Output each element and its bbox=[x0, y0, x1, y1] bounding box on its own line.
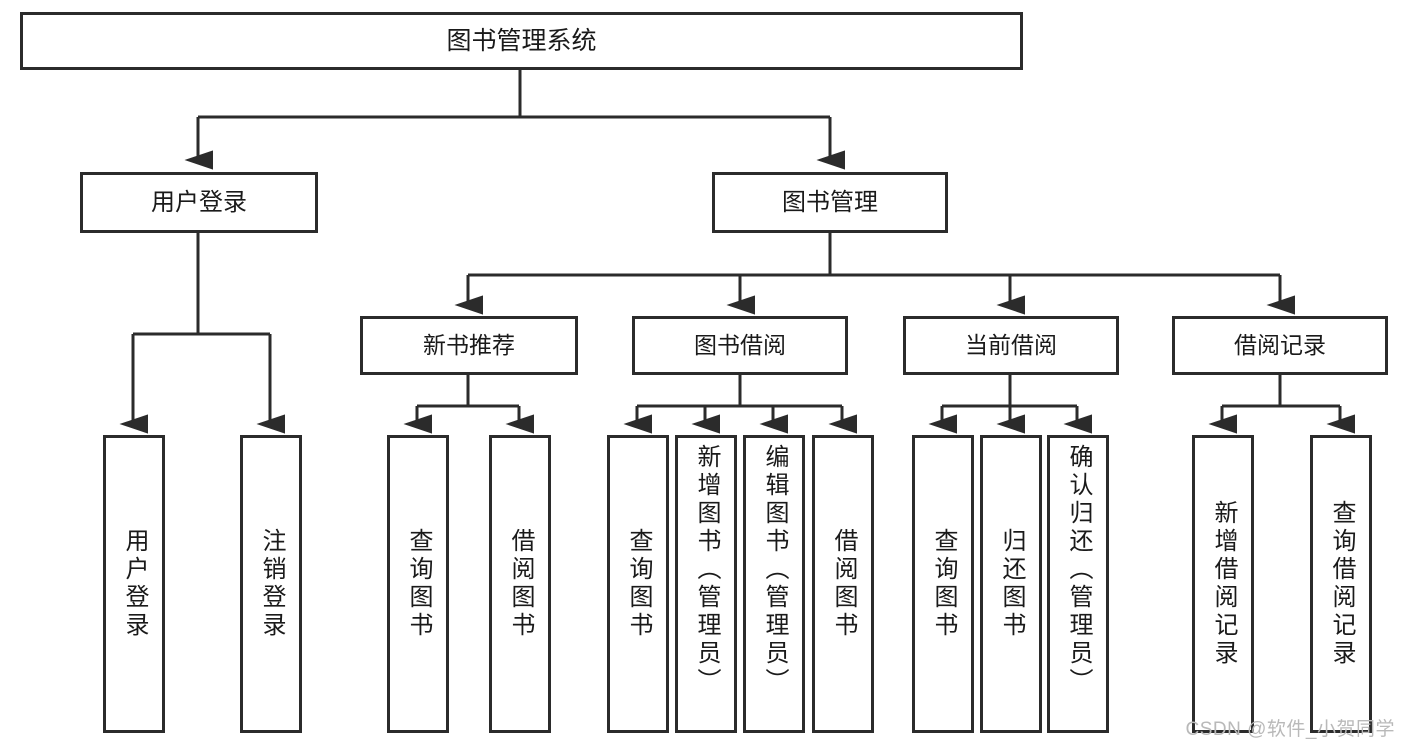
node-label: 查询图书 bbox=[930, 528, 957, 640]
leaf-add-book-admin[interactable]: 新增图书（管理员） bbox=[675, 435, 737, 733]
leaf-query-book-current[interactable]: 查询图书 bbox=[912, 435, 974, 733]
leaf-confirm-return-admin[interactable]: 确认归还（管理员） bbox=[1047, 435, 1109, 733]
leaf-query-borrow-record[interactable]: 查询借阅记录 bbox=[1310, 435, 1372, 733]
leaf-edit-book-admin[interactable]: 编辑图书（管理员） bbox=[743, 435, 805, 733]
node-label: 借阅记录 bbox=[1234, 332, 1326, 359]
node-label: 用户登录 bbox=[151, 188, 247, 216]
leaf-user-login[interactable]: 用户登录 bbox=[103, 435, 165, 733]
node-label: 查询图书 bbox=[405, 528, 432, 640]
node-label: 图书管理 bbox=[782, 188, 878, 216]
leaf-return-book[interactable]: 归还图书 bbox=[980, 435, 1042, 733]
node-label: 查询借阅记录 bbox=[1328, 500, 1355, 668]
node-label: 编辑图书（管理员） bbox=[761, 444, 788, 696]
node-label: 图书管理系统 bbox=[446, 26, 597, 55]
node-label: 借阅图书 bbox=[830, 528, 857, 640]
node-label: 确认归还（管理员） bbox=[1065, 444, 1092, 696]
node-label: 图书借阅 bbox=[694, 332, 786, 359]
leaf-add-borrow-record[interactable]: 新增借阅记录 bbox=[1192, 435, 1254, 733]
leaf-query-book-recommend[interactable]: 查询图书 bbox=[387, 435, 449, 733]
node-label: 当前借阅 bbox=[965, 332, 1057, 359]
node-root-system[interactable]: 图书管理系统 bbox=[20, 12, 1023, 70]
node-label: 查询图书 bbox=[625, 528, 652, 640]
node-borrow-record[interactable]: 借阅记录 bbox=[1172, 316, 1388, 375]
leaf-borrow-book[interactable]: 借阅图书 bbox=[812, 435, 874, 733]
node-label: 借阅图书 bbox=[507, 528, 534, 640]
node-label: 新增图书（管理员） bbox=[693, 444, 720, 696]
csdn-watermark: CSDN @软件_小贺同学 bbox=[1185, 719, 1395, 740]
node-label: 注销登录 bbox=[258, 528, 285, 640]
node-label: 用户登录 bbox=[121, 528, 148, 640]
leaf-logout-login[interactable]: 注销登录 bbox=[240, 435, 302, 733]
node-book-management[interactable]: 图书管理 bbox=[712, 172, 948, 233]
node-label: 新增借阅记录 bbox=[1210, 500, 1237, 668]
node-current-borrow[interactable]: 当前借阅 bbox=[903, 316, 1119, 375]
leaf-borrow-book-recommend[interactable]: 借阅图书 bbox=[489, 435, 551, 733]
node-new-book-recommend[interactable]: 新书推荐 bbox=[360, 316, 578, 375]
node-label: 新书推荐 bbox=[423, 332, 515, 359]
node-book-borrow[interactable]: 图书借阅 bbox=[632, 316, 848, 375]
node-label: 归还图书 bbox=[998, 528, 1025, 640]
node-user-login[interactable]: 用户登录 bbox=[80, 172, 318, 233]
leaf-query-book-borrow[interactable]: 查询图书 bbox=[607, 435, 669, 733]
